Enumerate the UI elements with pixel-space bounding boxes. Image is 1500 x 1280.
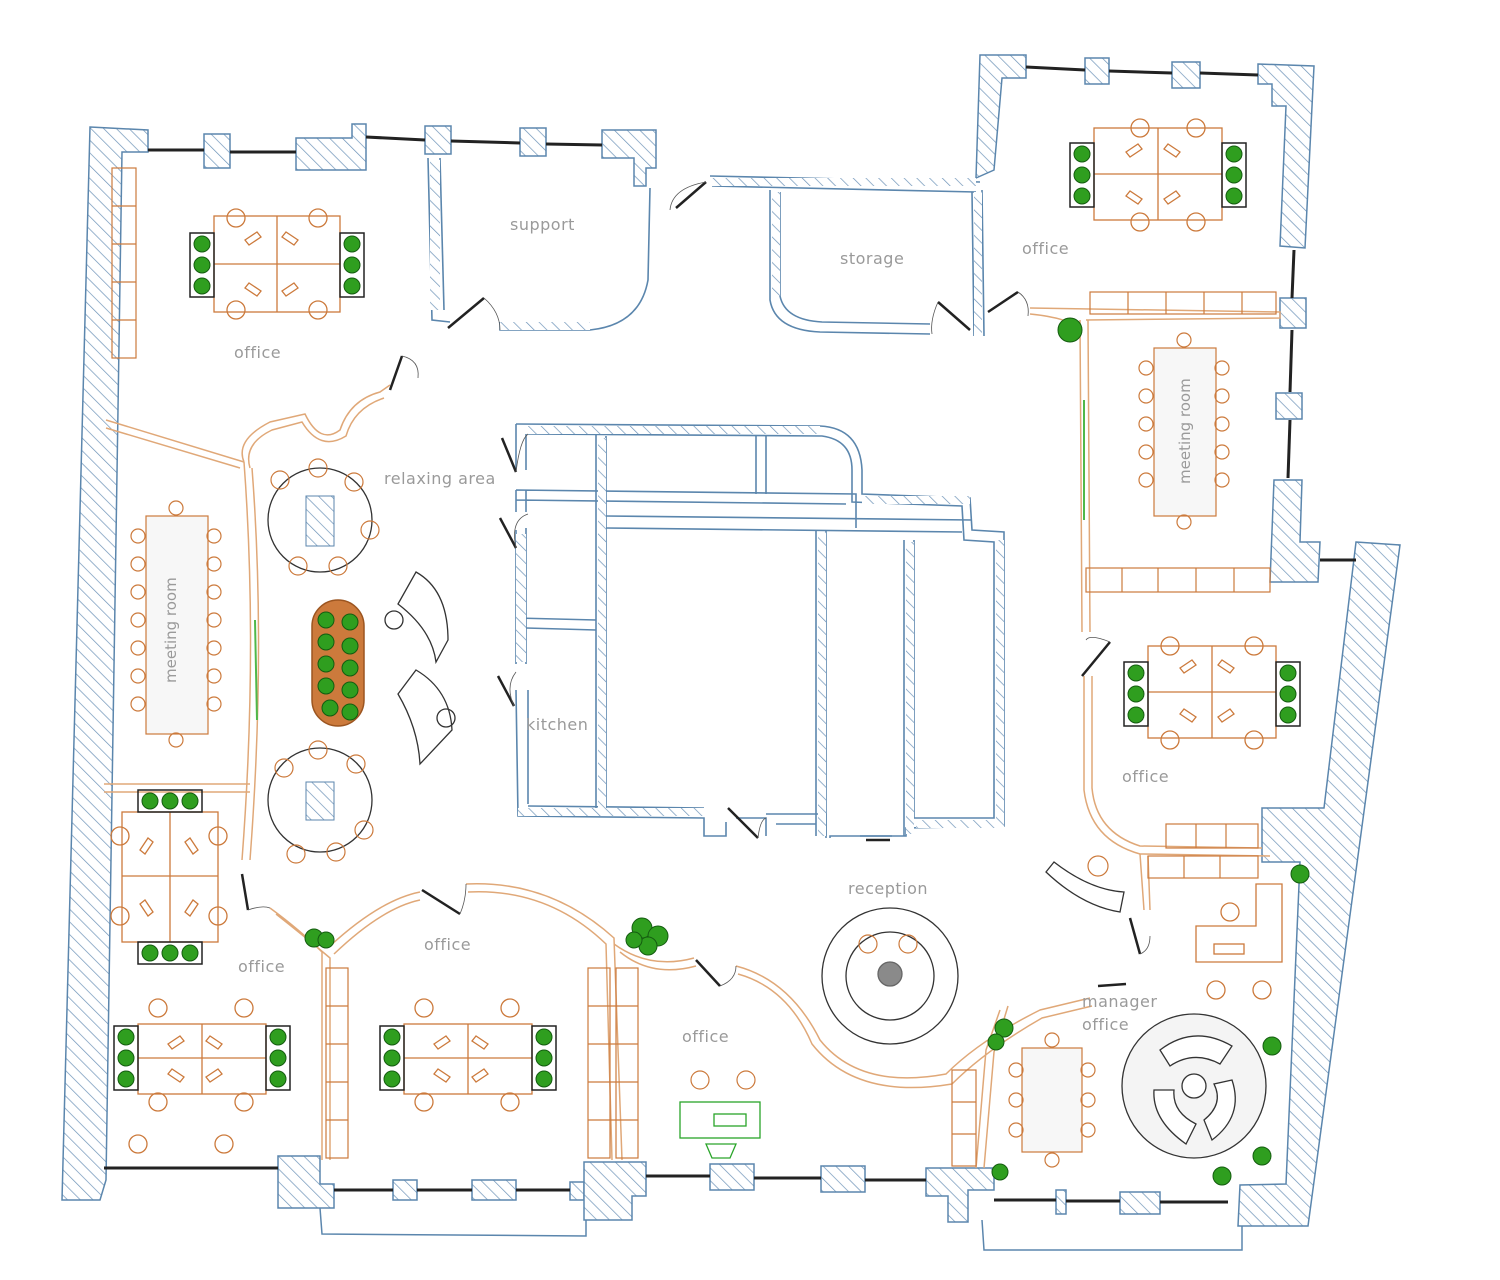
green-desk <box>679 1101 761 1159</box>
planter-boxes <box>113 142 1301 1091</box>
glass-partitions <box>254 400 1085 721</box>
label-office-ne: office <box>1022 239 1069 258</box>
planter-island <box>311 599 365 727</box>
room-labels: office support storage office relaxing a… <box>162 215 1194 1046</box>
workstation-cluster-nw <box>213 208 341 320</box>
label-office-sc: office <box>424 935 471 954</box>
label-office-e: office <box>1122 767 1169 786</box>
label-meeting-room-w: meeting room <box>162 577 180 683</box>
outer-walls <box>61 54 1401 1227</box>
workstation-cluster-e <box>1147 636 1277 750</box>
label-kitchen: kitchen <box>526 715 588 734</box>
doors <box>240 181 1142 988</box>
label-reception: reception <box>848 879 928 898</box>
meeting-tables <box>130 332 1230 1168</box>
plants <box>117 145 1310 1186</box>
manager-desk <box>1195 883 1283 1000</box>
windows <box>104 65 1356 1204</box>
kitchen-wall-hatch <box>430 160 1004 836</box>
label-office-s: office <box>682 1027 729 1046</box>
curved-benches <box>384 571 456 766</box>
door-swings <box>247 181 1151 987</box>
reception-chairs <box>858 855 1109 954</box>
label-storage: storage <box>840 249 904 268</box>
green-desk-chairs <box>690 1070 756 1090</box>
storage-shelving <box>111 167 1277 1167</box>
label-meeting-room-e: meeting room <box>1176 378 1194 484</box>
manager-round-feature <box>1121 1013 1267 1159</box>
label-support: support <box>510 215 575 234</box>
workstation-cluster-sc <box>403 998 533 1112</box>
south-ledges <box>319 1207 1243 1251</box>
workstation-cluster-w <box>110 811 228 943</box>
label-relaxing-area: relaxing area <box>384 469 496 488</box>
round-tables <box>267 458 380 864</box>
workstation-cluster-sw <box>137 998 267 1112</box>
label-manager-office-line2: office <box>1082 1015 1129 1034</box>
label-manager-office-line1: manager <box>1082 992 1157 1011</box>
interior-walls <box>427 157 1005 838</box>
partitions <box>104 307 1281 1169</box>
label-office-sw: office <box>238 957 285 976</box>
label-office-nw: office <box>234 343 281 362</box>
workstation-cluster-ne <box>1093 118 1223 232</box>
reception-desk <box>821 861 1125 1045</box>
